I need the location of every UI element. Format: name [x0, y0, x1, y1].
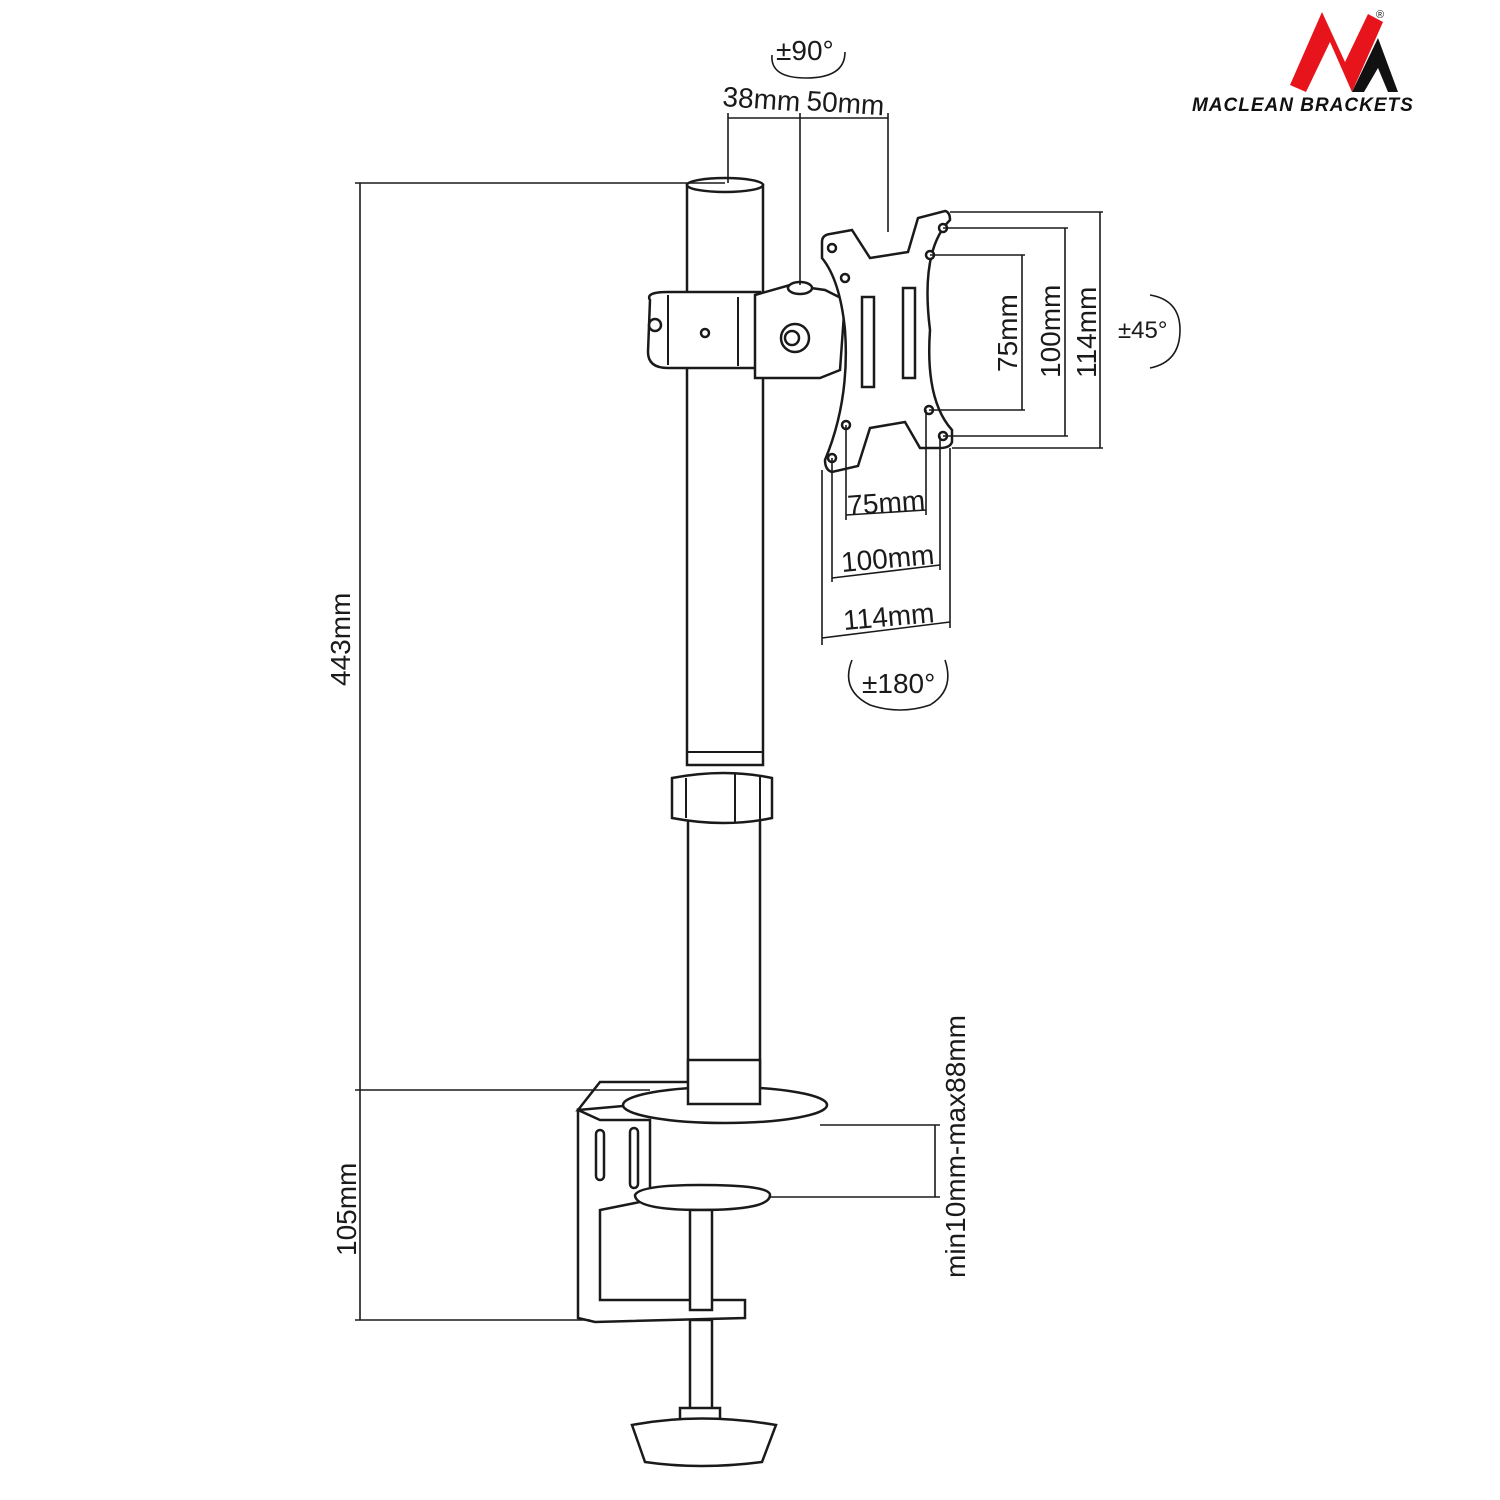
- vesa-h100-label: 100mm: [840, 539, 936, 578]
- desk-thickness-label: min10mm-max88mm: [940, 1015, 971, 1278]
- vesa-v100-label: 100mm: [1035, 285, 1066, 378]
- tilt-label: ±45°: [1118, 317, 1167, 344]
- registered-mark: ®: [1376, 9, 1384, 21]
- maclean-logo: ® MACLEAN BRACKETS: [1192, 9, 1414, 116]
- swivel-label: ±90°: [776, 35, 834, 66]
- vesa-v75-label: 75mm: [992, 294, 1023, 372]
- height-collar: [670, 771, 774, 825]
- vesa-h114-label: 114mm: [842, 597, 936, 636]
- rotation-label: ±180°: [862, 668, 935, 699]
- vesa-h75-label: 75mm: [846, 485, 926, 521]
- dimension-labels: ±90° 38mm 50mm ±45° 75mm 100mm 114mm 75m…: [325, 35, 1167, 1278]
- desk-clamp: [575, 1058, 829, 1468]
- logo-brand-text: MACLEAN BRACKETS: [1192, 95, 1414, 116]
- arm-clamp: [646, 280, 847, 380]
- vesa-v114-label: 114mm: [1071, 287, 1102, 378]
- offset-38-label: 38mm: [722, 81, 802, 117]
- pole-height-label: 443mm: [325, 593, 356, 686]
- offset-50-label: 50mm: [806, 85, 886, 121]
- dimension-lines: [355, 51, 1181, 1321]
- clamp-height-label: 105mm: [331, 1163, 362, 1256]
- vesa-plate: [820, 209, 954, 474]
